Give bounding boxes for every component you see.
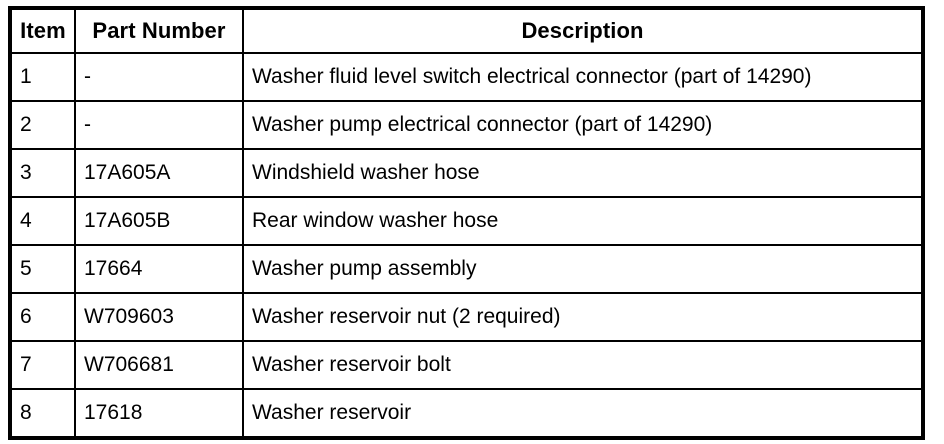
- table-row: 8 17618 Washer reservoir: [9, 388, 924, 439]
- cell-part-number: W709603: [74, 292, 244, 342]
- column-header-part-number: Part Number: [74, 7, 244, 54]
- table-row: 3 17A605A Windshield washer hose: [9, 148, 924, 198]
- table-header-row: Item Part Number Description: [9, 7, 924, 54]
- cell-item: 7: [9, 340, 76, 390]
- table-body: 1 - Washer fluid level switch electrical…: [9, 52, 924, 439]
- cell-part-number: -: [74, 100, 244, 150]
- cell-description: Washer pump assembly: [242, 244, 924, 294]
- cell-description: Washer pump electrical connector (part o…: [242, 100, 924, 150]
- table-row: 1 - Washer fluid level switch electrical…: [9, 52, 924, 102]
- column-header-item: Item: [9, 7, 76, 54]
- column-header-description: Description: [242, 7, 924, 54]
- cell-item: 4: [9, 196, 76, 246]
- table-row: 4 17A605B Rear window washer hose: [9, 196, 924, 246]
- cell-part-number: 17664: [74, 244, 244, 294]
- cell-part-number: 17A605A: [74, 148, 244, 198]
- cell-description: Windshield washer hose: [242, 148, 924, 198]
- cell-part-number: W706681: [74, 340, 244, 390]
- cell-item: 8: [9, 388, 76, 439]
- cell-item: 3: [9, 148, 76, 198]
- cell-part-number: -: [74, 52, 244, 102]
- table-row: 6 W709603 Washer reservoir nut (2 requir…: [9, 292, 924, 342]
- parts-legend-table: Item Part Number Description 1 - Washer …: [8, 6, 925, 440]
- cell-item: 1: [9, 52, 76, 102]
- cell-description: Washer fluid level switch electrical con…: [242, 52, 924, 102]
- cell-description: Washer reservoir bolt: [242, 340, 924, 390]
- cell-item: 5: [9, 244, 76, 294]
- cell-part-number: 17A605B: [74, 196, 244, 246]
- table-row: 5 17664 Washer pump assembly: [9, 244, 924, 294]
- cell-description: Washer reservoir nut (2 required): [242, 292, 924, 342]
- table-row: 2 - Washer pump electrical connector (pa…: [9, 100, 924, 150]
- cell-item: 6: [9, 292, 76, 342]
- table-header: Item Part Number Description: [9, 7, 924, 54]
- cell-item: 2: [9, 100, 76, 150]
- table-row: 7 W706681 Washer reservoir bolt: [9, 340, 924, 390]
- cell-description: Washer reservoir: [242, 388, 924, 439]
- cell-part-number: 17618: [74, 388, 244, 439]
- cell-description: Rear window washer hose: [242, 196, 924, 246]
